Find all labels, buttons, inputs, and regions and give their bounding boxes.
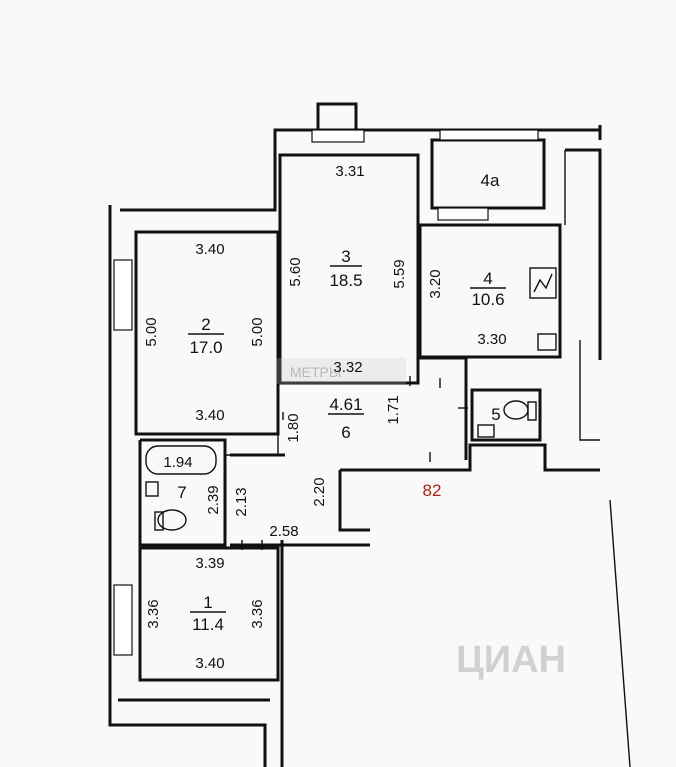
watermark-top-text: МЕТРЫ	[290, 364, 341, 380]
dim-r4-left: 3.20	[427, 269, 444, 298]
dim-r2-left: 5.00	[143, 317, 160, 346]
room-1-area: 11.4	[192, 615, 224, 634]
dim-bath-top: 1.94	[163, 454, 192, 471]
dim-corr-bottom: 2.58	[269, 523, 298, 540]
dim-r3-right: 5.59	[391, 259, 408, 288]
dim-bath-side: 2.39	[205, 485, 222, 514]
dim-corr-side: 2.13	[233, 487, 250, 516]
room-3-area: 18.5	[329, 271, 362, 290]
dim-r1-left: 3.36	[145, 599, 162, 628]
window-room-3	[311, 102, 365, 143]
dim-r3-left: 5.60	[287, 257, 304, 286]
room-6-area: 4.61	[329, 395, 362, 414]
dim-r2-top: 3.40	[195, 241, 224, 258]
watermark: МЕТРЫ ЦИАН	[276, 358, 566, 681]
room-4a-number: 4a	[481, 171, 500, 190]
marker-82: 82	[423, 481, 442, 500]
sink-icon-wc	[477, 424, 495, 438]
toilet-icon-wc	[503, 400, 529, 420]
room-2-area: 17.0	[189, 338, 222, 357]
dim-hall-lower: 2.20	[311, 477, 328, 506]
dim-r1-right: 3.36	[249, 599, 266, 628]
room-4-number: 4	[483, 269, 492, 288]
room-labels: 3 18.5 2 17.0 4 10.6 4a 5 4.61 6 7 1 11.…	[177, 171, 506, 634]
balcony-4a	[430, 129, 546, 221]
kitchen-sink-icon	[537, 333, 557, 351]
room-2-number: 2	[201, 315, 210, 334]
dim-r3-top: 3.31	[335, 163, 364, 180]
room-3-number: 3	[341, 247, 350, 266]
dim-r2-bottom: 3.40	[195, 407, 224, 424]
dimension-ticks	[224, 376, 468, 550]
room-walls	[134, 153, 562, 682]
room-7-number: 7	[177, 483, 186, 502]
dim-r1-top: 3.39	[195, 555, 224, 572]
dim-r4-bottom: 3.30	[477, 331, 506, 348]
dim-r1-bottom: 3.40	[195, 655, 224, 672]
room-1-number: 1	[203, 593, 212, 612]
room-5-number: 5	[491, 405, 500, 424]
dim-hall-right: 1.71	[385, 395, 402, 424]
room-6-number: 6	[341, 423, 350, 442]
watermark-bottom-text: ЦИАН	[456, 639, 566, 681]
dim-r3-bottom: 3.32	[333, 359, 362, 376]
bathtub-icon	[145, 445, 217, 475]
side-windows	[113, 259, 133, 656]
room-4-area: 10.6	[471, 290, 504, 309]
stove-icon	[529, 267, 557, 299]
dimension-labels: 3.31 5.60 5.59 3.32 3.40 5.00 5.00 3.40 …	[143, 163, 507, 672]
outer-walls	[108, 125, 631, 767]
dim-hall-left: 1.80	[285, 413, 302, 442]
sink-icon	[145, 481, 159, 497]
toilet-icon	[157, 509, 187, 531]
dim-r2-right: 5.00	[249, 317, 266, 346]
fixtures	[145, 267, 557, 531]
